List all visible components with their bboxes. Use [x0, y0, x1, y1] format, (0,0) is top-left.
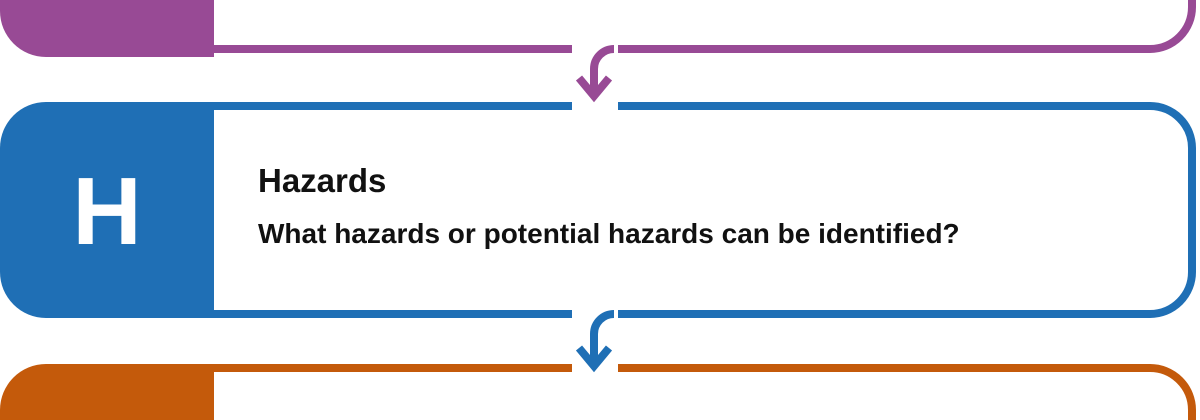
step-top-badge [0, 0, 214, 57]
step-letter: H [72, 158, 142, 265]
step-top-outline [214, 0, 1196, 53]
step-question: What hazards or potential hazards can be… [258, 218, 960, 249]
connector-arrow-2 [575, 310, 615, 373]
step-box-hazards [0, 102, 1196, 318]
step-bottom-outline [214, 364, 1196, 420]
step-box-bottom [0, 364, 1196, 420]
step-box-top [0, 0, 1196, 57]
connector-arrow-1 [575, 45, 615, 103]
step-title: Hazards [258, 162, 387, 199]
step-hazards-outline [214, 102, 1196, 318]
step-bottom-badge [0, 364, 214, 420]
step-hazards-badge [0, 102, 214, 318]
